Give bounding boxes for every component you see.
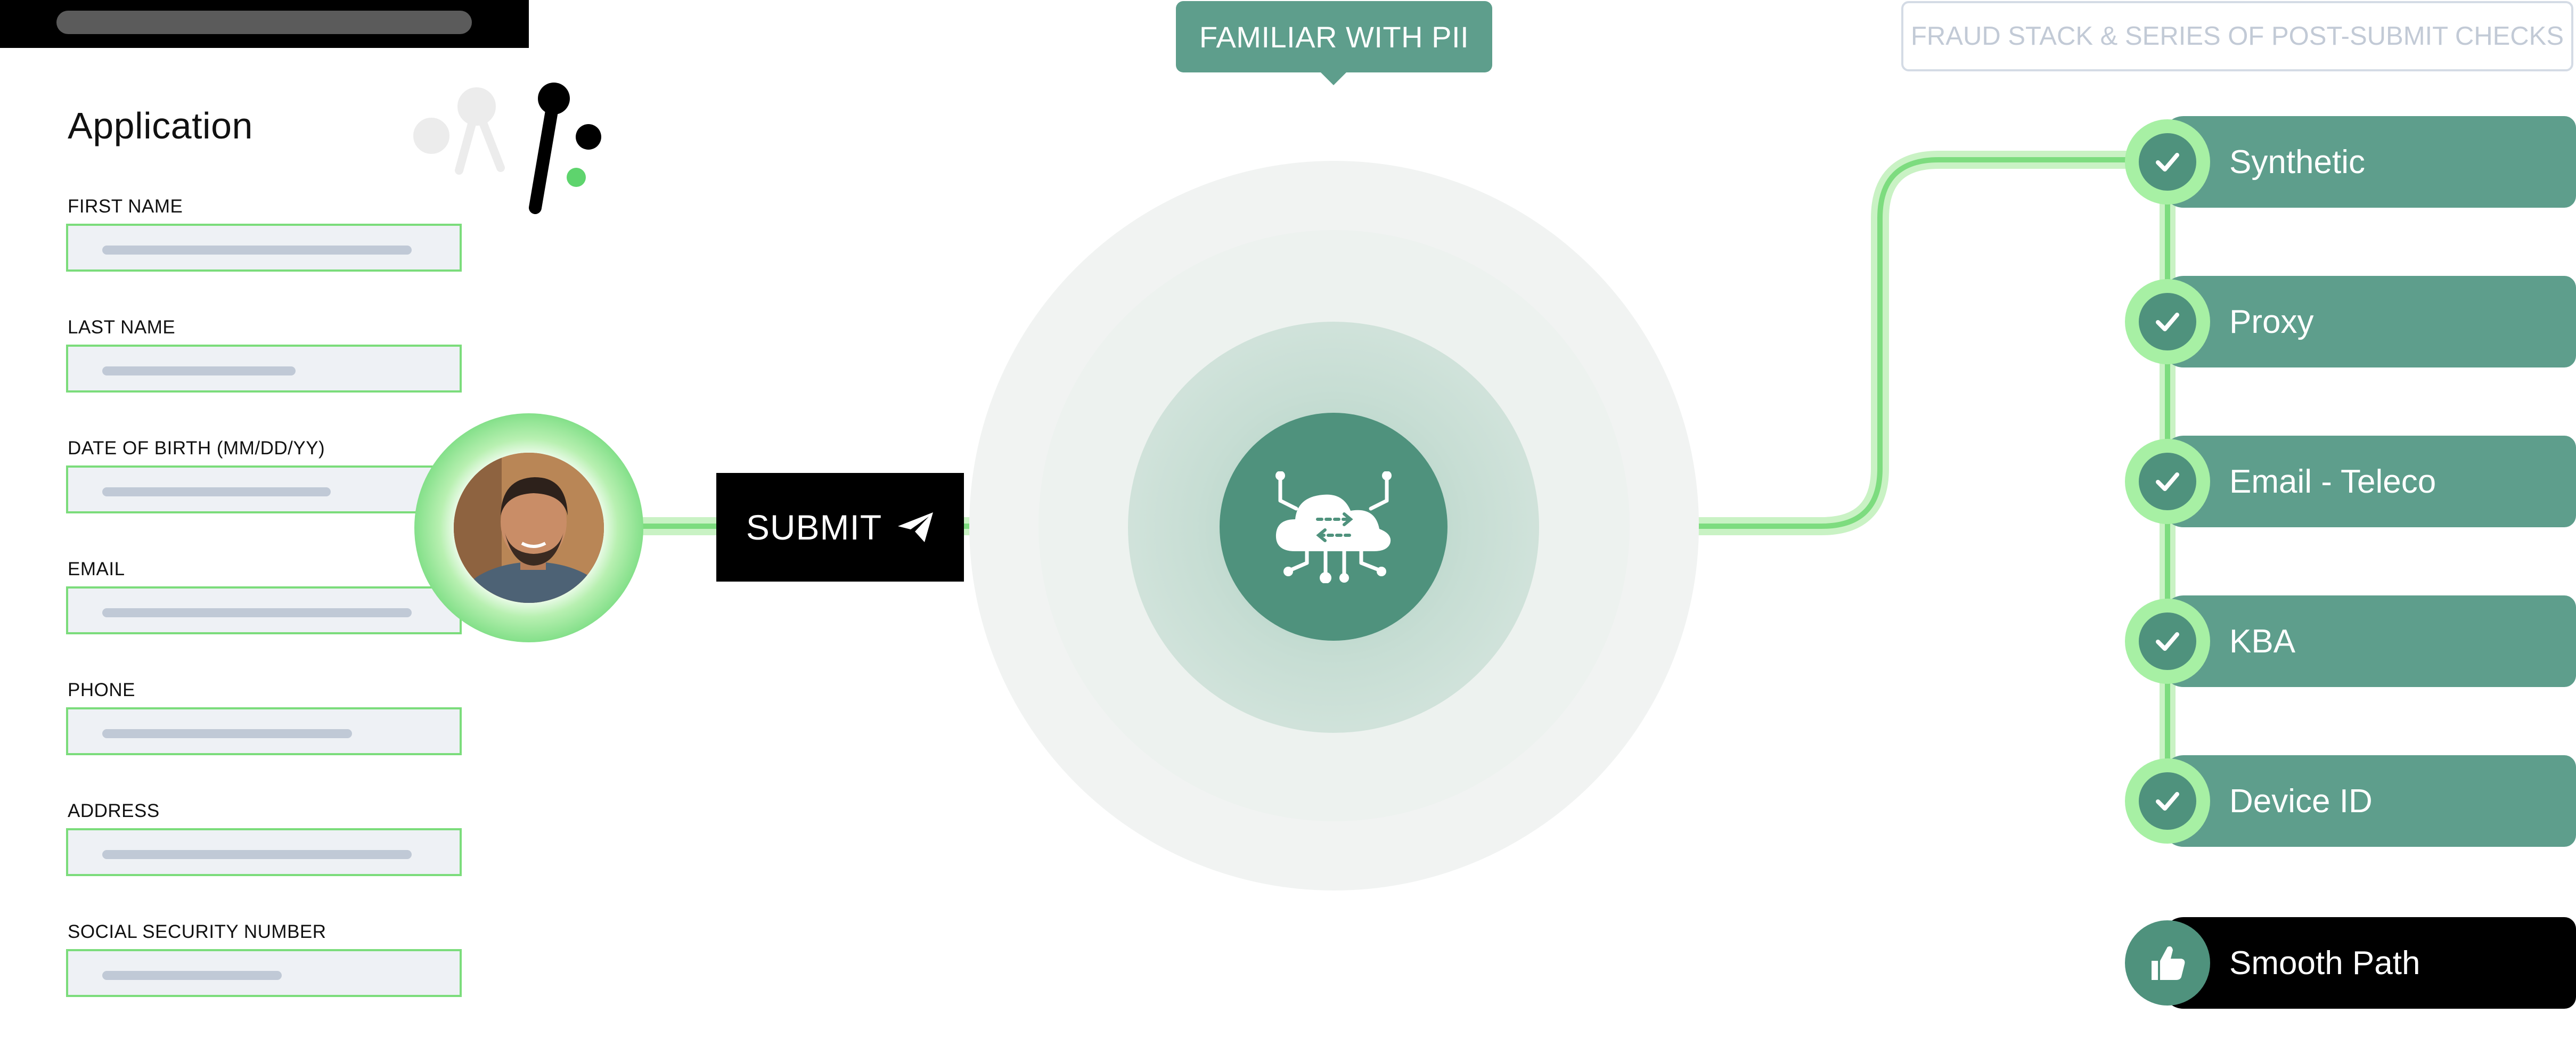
input-placeholder-bar [102, 608, 412, 617]
check-label: Device ID [2229, 782, 2373, 820]
check-label: Email - Teleco [2229, 463, 2436, 500]
check-icon [2156, 792, 2179, 811]
check-node [2125, 439, 2210, 524]
field-label: FIRST NAME [68, 196, 183, 217]
form-input[interactable] [66, 465, 462, 513]
form-input[interactable] [66, 586, 462, 634]
check-card: Email - Teleco [2162, 436, 2576, 527]
form-input[interactable] [66, 345, 462, 393]
paper-plane-icon [898, 512, 934, 542]
applicant-avatar [454, 453, 604, 603]
pii-callout: FAMILIAR WITH PII [1176, 1, 1492, 72]
field-label: SOCIAL SECURITY NUMBER [68, 921, 326, 942]
input-placeholder-bar [102, 850, 412, 859]
submit-button[interactable]: SUBMIT [716, 473, 964, 582]
application-topbar-placeholder [56, 11, 472, 34]
thumbs-up-icon [2152, 946, 2185, 980]
check-node [2125, 758, 2210, 844]
check-label: Synthetic [2229, 143, 2366, 181]
form-input[interactable] [66, 224, 462, 272]
form-input[interactable] [66, 707, 462, 755]
submit-label: SUBMIT [746, 508, 882, 547]
check-node-inner [2139, 133, 2196, 191]
form-input[interactable] [66, 949, 462, 997]
check-icon [2156, 313, 2179, 331]
input-placeholder-bar [102, 487, 331, 496]
input-placeholder-bar [102, 971, 282, 980]
check-card: KBA [2162, 595, 2576, 687]
check-icon [2156, 472, 2179, 491]
check-label: Proxy [2229, 303, 2314, 340]
check-card: Device ID [2162, 755, 2576, 847]
check-card: Proxy [2162, 276, 2576, 367]
application-title: Application [68, 105, 253, 146]
check-node [2125, 119, 2210, 205]
field-label: LAST NAME [68, 317, 176, 338]
check-node-inner [2139, 293, 2196, 350]
core-node [1220, 413, 1448, 641]
check-node-inner [2139, 772, 2196, 830]
field-label: DATE OF BIRTH (MM/DD/YY) [68, 438, 325, 459]
input-placeholder-bar [102, 246, 412, 255]
brand-logo [413, 83, 601, 214]
form-input[interactable] [66, 828, 462, 876]
smooth-path-label: Smooth Path [2229, 944, 2420, 982]
input-placeholder-bar [102, 366, 296, 375]
fraud-stack-header: FRAUD STACK & SERIES OF POST-SUBMIT CHEC… [1901, 1, 2573, 71]
field-label: ADDRESS [68, 800, 160, 821]
pii-callout-pointer [1320, 71, 1347, 85]
check-card: Synthetic [2162, 116, 2576, 208]
check-node-inner [2139, 612, 2196, 670]
smooth-path-card: Smooth Path [2162, 917, 2576, 1009]
input-placeholder-bar [102, 729, 352, 738]
check-node [2125, 599, 2210, 684]
check-node [2125, 279, 2210, 364]
cloud-network-icon [1275, 471, 1392, 583]
check-label: KBA [2229, 623, 2296, 660]
field-label: PHONE [68, 680, 135, 700]
field-label: EMAIL [68, 559, 125, 579]
check-icon [2156, 632, 2179, 651]
thumbs-up-node [2125, 920, 2210, 1006]
check-node-inner [2139, 453, 2196, 510]
check-icon [2156, 153, 2179, 171]
